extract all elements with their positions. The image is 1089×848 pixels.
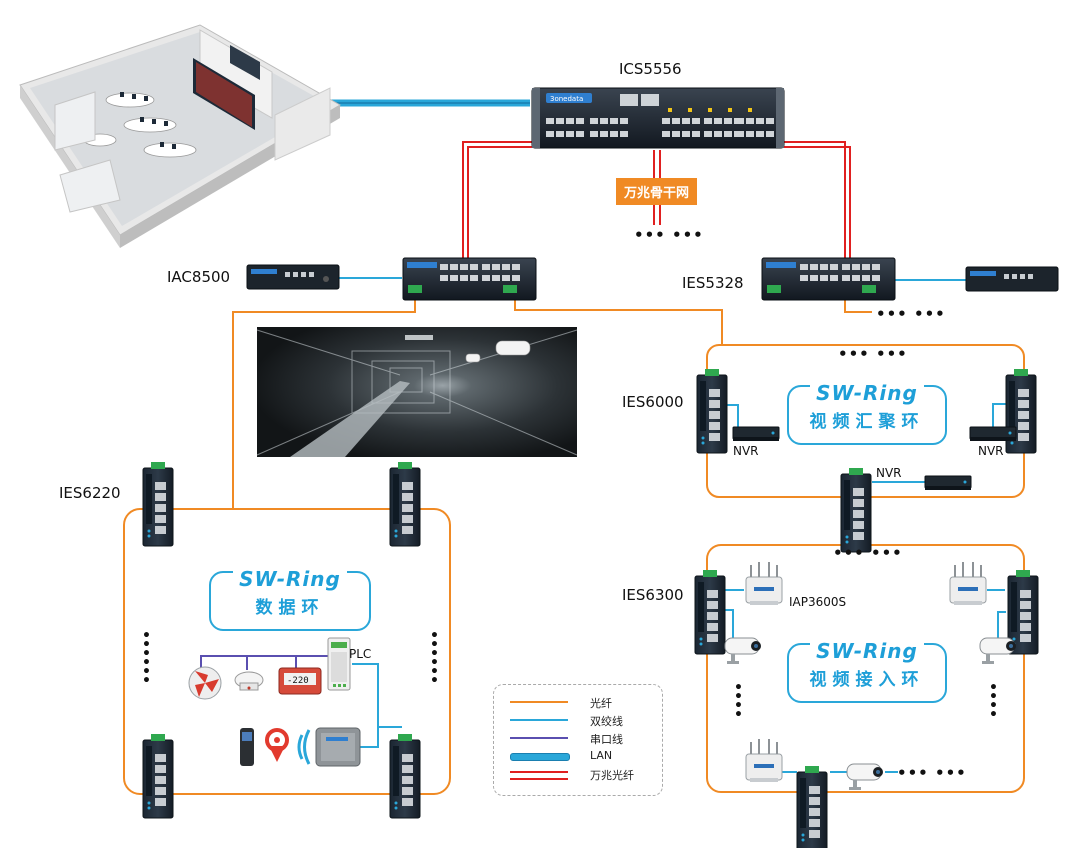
data-ring-left-vdots: •••••• — [142, 628, 151, 689]
backbone-tag: 万兆骨干网 — [616, 178, 698, 205]
nvr-left-label: NVR — [733, 444, 759, 458]
access-right-vdots: •••• — [989, 680, 998, 723]
fiber-to-agg-ring — [514, 299, 723, 345]
core-brand-text: 3onedata — [550, 95, 583, 103]
ap-bottom[interactable] — [745, 738, 783, 783]
legend-swatch-lan — [510, 753, 570, 761]
iac8500-label: IAC8500 — [167, 268, 231, 286]
legend-swatch-fiber — [510, 701, 568, 703]
legend-label: 万兆光纤 — [590, 769, 634, 782]
iap-label: IAP3600S — [789, 595, 847, 609]
handheld-terminal-icon — [240, 728, 254, 766]
data-ring-title: SW-Ring 数据环 — [209, 567, 371, 631]
nvr-center-device[interactable] — [924, 475, 972, 491]
data-ring — [123, 508, 451, 795]
backbone-ellipsis: ••• ••• — [634, 226, 704, 244]
fiber-right-extend — [844, 299, 872, 313]
meter-value: -220 — [287, 676, 309, 686]
legend: 光纤 双绞线 串口线 LAN 万兆光纤 — [493, 684, 663, 796]
ring-link-switch[interactable] — [840, 467, 872, 553]
wireless-gateway-device[interactable] — [315, 727, 361, 767]
core-switch-ics5556[interactable]: 3onedata — [531, 87, 785, 149]
legend-swatch-twisted — [510, 719, 568, 721]
right-switch-ellipsis: ••• ••• — [876, 305, 946, 323]
backbone-fiber — [462, 141, 851, 262]
data-ring-twisted — [352, 663, 402, 748]
ies6220-switch-bottom-left[interactable] — [142, 733, 174, 819]
smoke-detector-icon — [234, 671, 264, 691]
nvr-right-label: NVR — [978, 444, 1004, 458]
agg-ring-ellipsis: ••• ••• — [838, 345, 908, 363]
nvr-left-device[interactable] — [732, 426, 780, 442]
access-ring-name: SW-Ring — [810, 639, 924, 663]
legend-swatch-10g — [510, 771, 568, 780]
ies5328-label: IES5328 — [682, 274, 744, 292]
ap-right[interactable] — [949, 561, 987, 606]
nvr-right-device[interactable] — [969, 426, 1017, 442]
plc-label: PLC — [349, 647, 372, 661]
aggregation-ring-title: SW-Ring 视频汇聚环 — [787, 381, 947, 445]
legend-label: 双绞线 — [590, 715, 623, 728]
access-left-vdots: •••• — [734, 680, 743, 723]
legend-label: 光纤 — [590, 697, 612, 710]
access-switch-bottom[interactable] — [796, 765, 828, 848]
plc-device[interactable] — [327, 637, 351, 691]
camera-right[interactable] — [979, 637, 1017, 665]
legend-label: LAN — [590, 749, 613, 762]
meter-device: -220 — [278, 667, 322, 695]
ies6000-switch-left[interactable] — [696, 368, 728, 454]
iac8500-device[interactable] — [246, 264, 340, 290]
agg-switch-left[interactable] — [402, 257, 537, 301]
access-bottom-ellipsis: ••• ••• — [897, 764, 967, 782]
ies6300-label: IES6300 — [622, 586, 684, 604]
nvr-center-label: NVR — [876, 466, 902, 480]
ies6300-switch-left[interactable] — [694, 569, 726, 655]
camera-left[interactable] — [724, 637, 762, 665]
fan-icon — [188, 666, 222, 700]
ies6220-switch-bottom-right[interactable] — [389, 733, 421, 819]
data-ring-right-vdots: •••••• — [430, 628, 439, 689]
access-ring-subtitle: 视频接入环 — [809, 670, 925, 690]
agg-switch-right[interactable] — [761, 257, 896, 301]
data-ring-subtitle: 数据环 — [255, 598, 325, 618]
wireless-signal-icon — [297, 729, 311, 765]
fiber-to-data-ring — [232, 299, 416, 510]
aggregation-ring-name: SW-Ring — [810, 381, 924, 405]
legend-swatch-serial — [510, 737, 568, 739]
ies6000-label: IES6000 — [622, 393, 684, 411]
ies6220-label: IES6220 — [59, 484, 121, 502]
data-ring-name: SW-Ring — [233, 567, 347, 591]
legend-label: 串口线 — [590, 733, 623, 746]
right-iac-device[interactable] — [965, 266, 1059, 292]
core-switch-label: ICS5556 — [619, 60, 682, 78]
ies6220-switch-top-right[interactable] — [389, 461, 421, 547]
serial-lines — [200, 655, 330, 672]
location-pin-icon — [265, 728, 289, 762]
ap-left[interactable] — [745, 561, 783, 606]
access-ring-ellipsis: ••• ••• — [833, 544, 903, 562]
aggregation-ring-subtitle: 视频汇聚环 — [809, 412, 925, 432]
camera-bottom[interactable] — [846, 763, 884, 791]
access-ring-title: SW-Ring 视频接入环 — [787, 639, 947, 703]
ies6220-switch-top-left[interactable] — [142, 461, 174, 547]
